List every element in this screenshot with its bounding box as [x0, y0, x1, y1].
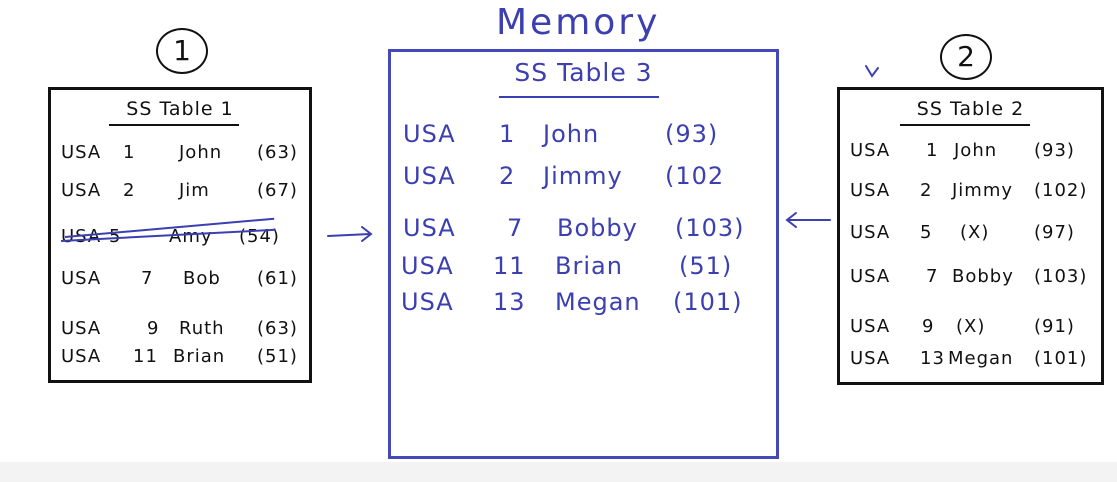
row-name: Jimmy: [543, 162, 623, 190]
title-underline: [900, 124, 1030, 126]
row-country: USA: [850, 266, 891, 287]
row-name: (X): [956, 316, 986, 337]
row-country: USA: [850, 316, 891, 337]
row-name: Bobby: [557, 214, 638, 242]
row-id: 2: [920, 180, 933, 201]
memory-label: Memory: [496, 2, 661, 43]
row-id: 11: [493, 252, 526, 280]
row-id: 2: [123, 180, 136, 201]
row-name: John: [543, 120, 600, 148]
row-value: (93): [665, 120, 719, 148]
row-name: Jimmy: [952, 180, 1014, 201]
row-country: USA: [401, 288, 454, 316]
table-title: SS Table 3: [514, 58, 653, 87]
table-title: SS Table 1: [126, 98, 234, 120]
row-name: Amy: [169, 226, 213, 247]
row-name: Brian: [173, 346, 226, 367]
row-id: 7: [926, 266, 939, 287]
row-country: USA: [61, 346, 102, 367]
row-name: Megan: [948, 348, 1014, 369]
table1-number-label: 1: [156, 28, 208, 74]
down-arrow-icon: [865, 65, 879, 78]
row-value: (67): [257, 180, 298, 201]
row-value: (103): [675, 214, 745, 242]
row-id: 13: [920, 348, 945, 369]
right-arrow-icon: [327, 226, 373, 242]
row-id: 2: [499, 162, 516, 190]
title-underline: [109, 124, 239, 126]
row-name: Bobby: [952, 266, 1014, 287]
row-value: (101): [673, 288, 743, 316]
left-arrow-icon: [785, 212, 831, 228]
row-value: (102): [1034, 180, 1088, 201]
row-value: (97): [1034, 222, 1075, 243]
row-country: USA: [403, 162, 456, 190]
bottom-strip: [0, 462, 1117, 482]
row-value: (101): [1034, 348, 1088, 369]
table2-number-label: 2: [940, 34, 992, 80]
row-country: USA: [61, 142, 102, 163]
row-country: USA: [61, 318, 102, 339]
row-name: Bob: [183, 268, 221, 289]
row-id: 7: [141, 268, 154, 289]
row-name: Megan: [555, 288, 641, 316]
row-id: 9: [922, 316, 935, 337]
row-value: (61): [257, 268, 298, 289]
row-country: USA: [403, 120, 456, 148]
row-value: (51): [257, 346, 298, 367]
row-value: (102: [665, 162, 725, 190]
row-value: (93): [1034, 140, 1075, 161]
row-id: 13: [493, 288, 526, 316]
row-name: John: [954, 140, 998, 161]
row-country: USA: [61, 180, 102, 201]
table-title: SS Table 2: [916, 98, 1025, 120]
row-country: USA: [850, 348, 891, 369]
memory-ss-table-3: SS Table 3 USA 1 John (93) USA 2 Jimmy (…: [388, 49, 779, 459]
row-country: USA: [403, 214, 456, 242]
row-country: USA: [401, 252, 454, 280]
row-name: John: [179, 142, 223, 163]
row-name: Jim: [179, 180, 210, 201]
row-name: Ruth: [179, 318, 225, 339]
row-country: USA: [850, 222, 891, 243]
row-id: 5: [920, 222, 933, 243]
row-id: 1: [123, 142, 136, 163]
row-id: 9: [147, 318, 160, 339]
row-country: USA: [850, 180, 891, 201]
row-value: (63): [257, 318, 298, 339]
row-value: (51): [679, 252, 733, 280]
row-value: (91): [1034, 316, 1075, 337]
ss-table-2: SS Table 2 USA 1 John (93) USA 2 Jimmy (…: [837, 87, 1104, 385]
row-name: (X): [960, 222, 990, 243]
row-value: (63): [257, 142, 298, 163]
row-country: USA: [850, 140, 891, 161]
ss-table-1: SS Table 1 USA 1 John (63) USA 2 Jim (67…: [48, 87, 312, 383]
row-id: 11: [133, 346, 158, 367]
row-id: 7: [507, 214, 524, 242]
row-country: USA: [61, 268, 102, 289]
title-underline: [499, 96, 659, 98]
row-value: (103): [1034, 266, 1088, 287]
row-id: 1: [499, 120, 516, 148]
row-name: Brian: [555, 252, 623, 280]
row-id: 1: [926, 140, 939, 161]
